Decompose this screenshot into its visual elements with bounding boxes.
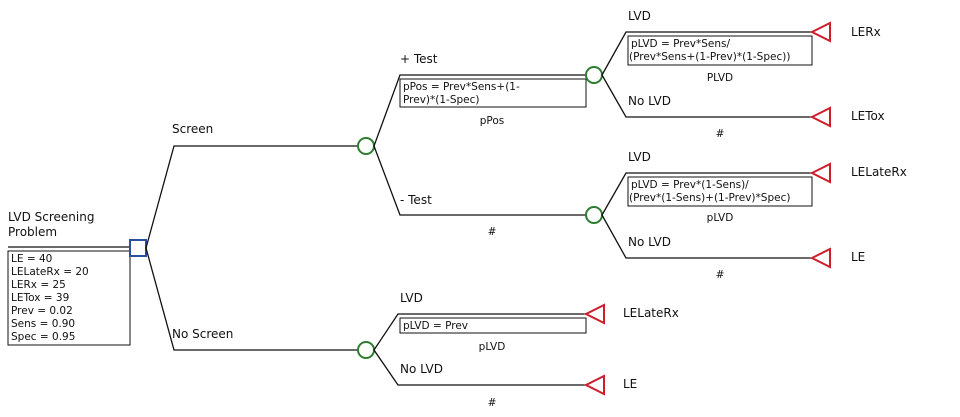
chance-node-test-pos[interactable] [585, 66, 603, 84]
terminal-node-lelaterx-no-screen[interactable] [583, 303, 605, 325]
var-lerx: LERx = 25 [11, 279, 66, 291]
prob-name-test-pos: pPos [480, 115, 505, 127]
prob-neg-lvd-line2: (Prev*(1-Sens)+(1-Prev)*Spec) [629, 192, 790, 204]
root-title-line2: Problem [8, 225, 57, 239]
label-test-pos: + Test [400, 52, 438, 66]
prob-pos-lvd-line1: pLVD = Prev*Sens/ [631, 38, 731, 50]
prob-name-ns-no-lvd: # [488, 397, 497, 409]
prob-test-pos-line2: Prev)*(1-Spec) [403, 94, 479, 106]
edge-pos-no-lvd [601, 74, 812, 118]
label-neg-lvd: LVD [628, 150, 651, 164]
prob-neg-lvd-line1: pLVD = Prev*(1-Sens)/ [631, 179, 749, 191]
prob-box-test-pos [399, 78, 587, 108]
edge-pos-lvd [601, 31, 812, 76]
prob-box-ns-lvd [399, 317, 587, 334]
prob-box-neg-lvd [627, 176, 813, 207]
label-test-neg: - Test [400, 193, 432, 207]
var-le: LE = 40 [11, 253, 52, 265]
edge-test-pos [373, 74, 586, 147]
prob-ns-lvd-line1: pLVD = Prev [403, 320, 468, 332]
var-sens: Sens = 0.90 [11, 318, 75, 330]
outcome-letox: LETox [851, 109, 885, 123]
root-variables-box [7, 250, 131, 346]
var-prev: Prev = 0.02 [11, 305, 73, 317]
outcome-lelaterx-screen: LELateRx [851, 165, 907, 179]
label-pos-no-lvd: No LVD [628, 94, 671, 108]
var-lelaterx: LELateRx = 20 [11, 266, 89, 278]
var-letox: LETox = 39 [11, 292, 69, 304]
prob-pos-lvd-line2: (Prev*Sens+(1-Prev)*(1-Spec)) [629, 51, 790, 63]
chance-node-screen[interactable] [357, 137, 375, 155]
edge-neg-no-lvd [601, 214, 812, 259]
label-neg-no-lvd: No LVD [628, 235, 671, 249]
prob-name-pos-lvd: PLVD [707, 72, 733, 84]
edge-no-screen [145, 247, 358, 351]
edge-ns-lvd [373, 313, 586, 351]
label-screen: Screen [172, 122, 213, 136]
terminal-node-lerx[interactable] [809, 21, 831, 43]
outcome-lerx: LERx [851, 25, 881, 39]
prob-name-test-neg: # [488, 226, 497, 238]
root-title-line1: LVD Screening [8, 210, 94, 224]
terminal-node-lelaterx-screen[interactable] [809, 162, 831, 184]
edge-test-neg [373, 145, 586, 216]
chance-node-no-screen[interactable] [357, 341, 375, 359]
label-no-screen: No Screen [172, 327, 233, 341]
label-ns-lvd: LVD [400, 291, 423, 305]
prob-test-pos-line1: pPos = Prev*Sens+(1- [403, 81, 520, 93]
prob-box-pos-lvd [627, 35, 813, 66]
edge-ns-no-lvd [373, 349, 586, 386]
prob-name-pos-no-lvd: # [716, 128, 725, 140]
outcome-le-no-screen: LE [623, 377, 637, 391]
chance-node-test-neg[interactable] [585, 206, 603, 224]
terminal-node-letox[interactable] [809, 106, 831, 128]
outcome-le-screen: LE [851, 250, 865, 264]
terminal-node-le-screen[interactable] [809, 247, 831, 269]
edge-neg-lvd [601, 172, 812, 216]
label-pos-lvd: LVD [628, 9, 651, 23]
prob-name-neg-lvd: pLVD [707, 212, 734, 224]
edge-screen [145, 145, 358, 249]
terminal-node-le-no-screen[interactable] [583, 374, 605, 396]
var-spec: Spec = 0.95 [11, 331, 75, 343]
outcome-lelaterx-no-screen: LELateRx [623, 306, 679, 320]
prob-name-ns-lvd: pLVD [479, 341, 506, 353]
prob-name-neg-no-lvd: # [716, 269, 725, 281]
label-ns-no-lvd: No LVD [400, 362, 443, 376]
decision-node[interactable] [129, 239, 147, 257]
